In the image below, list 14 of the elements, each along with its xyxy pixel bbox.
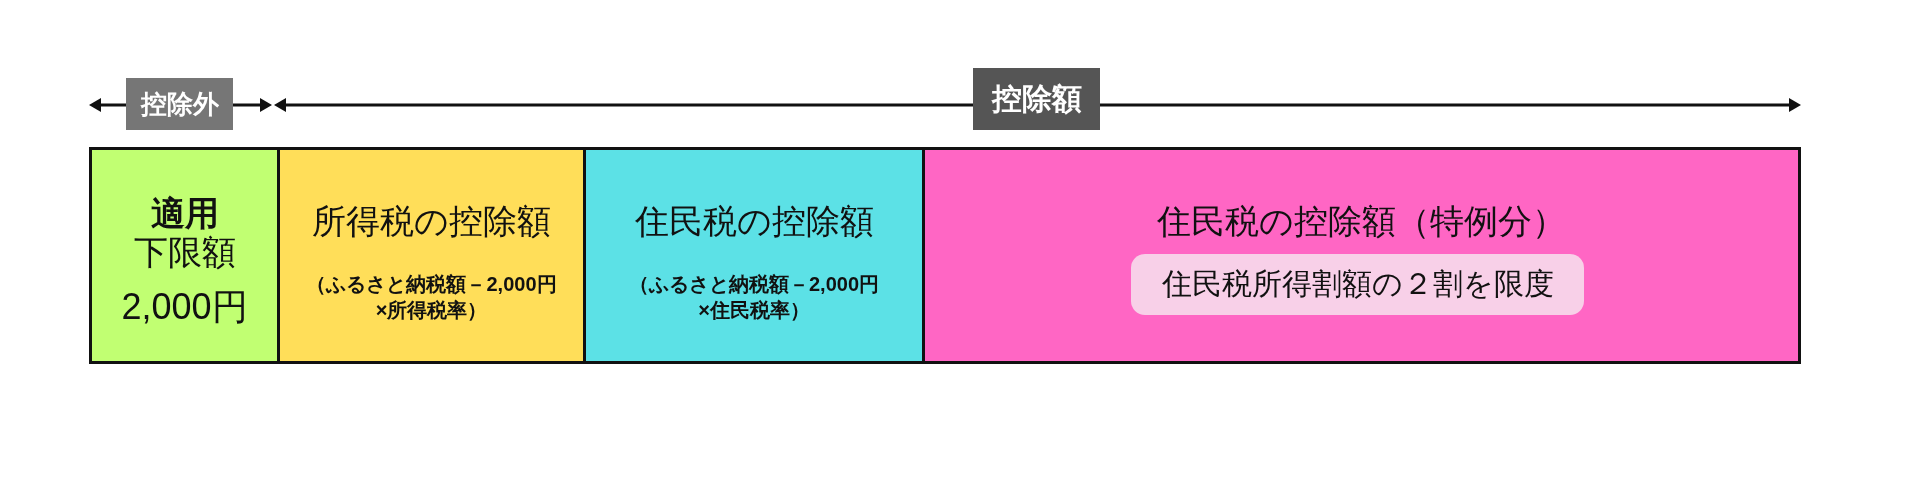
segment-box (922, 147, 1801, 364)
formula-text: （ふるさと納税額－2,000円×所得税率） (305, 272, 558, 323)
limit-note: 住民税所得割額の２割を限度 (1131, 254, 1584, 315)
range-label: 控除外 (126, 78, 233, 130)
heading-text: 住民税の控除額 (634, 201, 874, 242)
heading-text: 適用下限額 (133, 194, 236, 272)
heading-text: 住民税の控除額（特例分） (1157, 201, 1566, 242)
amount-text: 2,000円 (121, 285, 248, 329)
segment-box (583, 147, 925, 364)
range-label: 控除額 (973, 68, 1100, 130)
formula-text: （ふるさと納税額－2,000円×住民税率） (627, 272, 881, 323)
heading-text: 所得税の控除額 (312, 201, 551, 242)
segment-box (89, 147, 280, 364)
segment-box (277, 147, 586, 364)
